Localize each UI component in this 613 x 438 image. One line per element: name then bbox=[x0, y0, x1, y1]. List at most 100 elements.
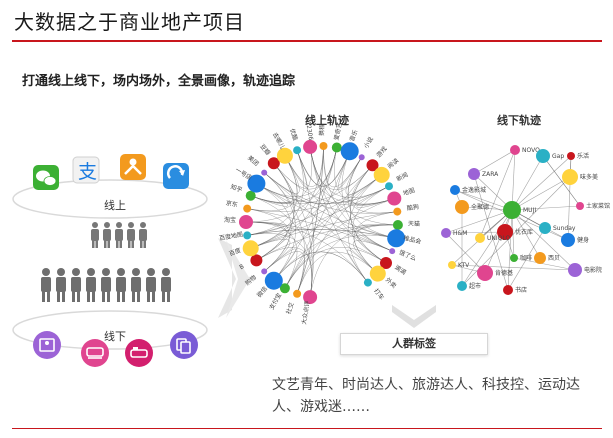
offline-graph-node bbox=[475, 233, 485, 243]
online-graph-node bbox=[239, 215, 253, 229]
online-graph-edge bbox=[284, 198, 395, 289]
online-graph-node-label: 百度 bbox=[228, 246, 242, 258]
online-graph-edge bbox=[334, 147, 395, 205]
online-ellipse bbox=[12, 179, 208, 219]
offline-graph-edge bbox=[511, 209, 576, 271]
online-graph-edge bbox=[284, 165, 373, 289]
offline-graph-edge bbox=[507, 209, 513, 291]
offline-graph-edge bbox=[511, 176, 571, 211]
online-graph-node bbox=[279, 283, 290, 294]
online-graph-edge bbox=[284, 234, 397, 289]
offline-graph-node bbox=[468, 168, 480, 180]
online-graph-node bbox=[369, 265, 386, 282]
online-graph-edge bbox=[309, 224, 398, 298]
offline-graph-node bbox=[536, 149, 550, 163]
online-graph-node bbox=[261, 169, 268, 176]
online-graph-node bbox=[243, 204, 252, 213]
offline-graph-node bbox=[510, 254, 518, 262]
online-graph-node-label: 酷狗 bbox=[406, 203, 419, 213]
svg-text:支: 支 bbox=[78, 161, 97, 183]
offline-trajectory-title: 线下轨迹 bbox=[497, 114, 541, 127]
page-subtitle: 打通线上线下，场内场外，全景画像，轨迹追踪 bbox=[22, 74, 296, 89]
online-graph-edge bbox=[250, 151, 350, 204]
offline-graph-node bbox=[450, 185, 460, 195]
offline-graph-node-label: NOVO bbox=[522, 147, 540, 154]
online-graph-edge bbox=[247, 233, 312, 298]
offline-graph-edge bbox=[507, 227, 546, 291]
online-graph-node bbox=[293, 146, 302, 155]
online-graph-edge bbox=[247, 229, 397, 239]
online-graph-edge bbox=[284, 155, 393, 252]
people-app-icon bbox=[120, 154, 146, 180]
online-graph-node bbox=[331, 142, 342, 153]
online-graph-node bbox=[373, 166, 390, 183]
online-graph-node-label: 爱奇艺 bbox=[332, 122, 343, 141]
online-graph-node bbox=[389, 248, 396, 255]
online-graph-edge bbox=[247, 208, 290, 272]
online-graph-node bbox=[267, 157, 280, 170]
online-graph-edge bbox=[247, 174, 382, 212]
offline-graph-node-label: H&M bbox=[453, 230, 467, 237]
online-graph-node bbox=[242, 240, 259, 257]
offline-graph-node bbox=[562, 169, 578, 185]
offline-graph-node bbox=[457, 281, 467, 291]
offline-graph-node bbox=[503, 285, 513, 295]
online-graph-node-label: 大众点评 bbox=[300, 300, 312, 325]
right-chevron-arrow-icon bbox=[226, 240, 250, 318]
offline-graph-node bbox=[503, 201, 521, 219]
offline-graph-node-label: 味多美 bbox=[580, 173, 598, 181]
offline-people-group bbox=[41, 268, 171, 302]
offline-graph-node-label: 优衣库 bbox=[515, 228, 533, 236]
online-graph-node-label: 优酷 bbox=[288, 127, 299, 141]
online-graph-edge bbox=[347, 157, 398, 214]
online-graph-edge bbox=[273, 251, 369, 283]
online-graph-edge bbox=[347, 174, 382, 283]
online-graph-node-label: B bbox=[238, 263, 245, 271]
offline-label: 线下 bbox=[104, 330, 126, 343]
online-graph-edge bbox=[256, 183, 393, 252]
offline-graph-edge bbox=[451, 264, 576, 271]
online-graph-node-label: 社交 bbox=[284, 301, 295, 315]
online-graph-node bbox=[243, 231, 252, 240]
offline-graph-node-label: 西贝 bbox=[548, 255, 560, 262]
online-graph-node-label: 12306 bbox=[304, 121, 314, 141]
online-graph-node-label: 携程 bbox=[318, 124, 326, 136]
offline-graph-node-label: 健身 bbox=[577, 236, 589, 244]
online-graph-node bbox=[392, 220, 403, 230]
online-graph-node-label: 天猫 bbox=[408, 219, 420, 227]
offline-graph-node-label: 金逸影城 bbox=[462, 186, 486, 194]
offline-graph-node-label: 全聚德 bbox=[471, 203, 489, 211]
offline-graph-edge bbox=[513, 257, 576, 271]
offline-graph-edge bbox=[445, 209, 513, 234]
online-graph-edge bbox=[264, 172, 296, 281]
online-graph-node bbox=[358, 154, 365, 161]
online-graph-node bbox=[303, 139, 318, 154]
online-graph-node bbox=[340, 142, 359, 161]
offline-graph-edge bbox=[479, 149, 516, 239]
offline-graph-node-label: Sunday bbox=[553, 225, 576, 232]
map-icon bbox=[33, 331, 61, 359]
offline-graph-node bbox=[539, 222, 551, 234]
offline-graph-node-label: UNIQLO bbox=[487, 235, 511, 242]
online-graph-edge bbox=[296, 145, 324, 294]
online-graph-node bbox=[393, 207, 402, 216]
audience-tags-box: 人群标签 bbox=[340, 333, 488, 355]
offline-graph-edge bbox=[473, 149, 516, 175]
online-label: 线上 bbox=[104, 199, 126, 212]
online-graph-node bbox=[319, 142, 328, 150]
offline-graph-node bbox=[497, 224, 513, 240]
offline-graph-edge bbox=[511, 205, 581, 211]
online-graph-edge bbox=[296, 174, 382, 294]
offline-graph-node bbox=[576, 202, 584, 210]
wechat-icon bbox=[33, 165, 59, 190]
refresh-app-icon bbox=[163, 163, 189, 189]
online-graph-node-label: 京东 bbox=[225, 199, 238, 209]
online-graph-edge bbox=[250, 211, 398, 249]
offline-graph-node bbox=[567, 152, 575, 160]
online-graph-edge bbox=[250, 185, 390, 249]
title-divider bbox=[12, 40, 602, 42]
offline-graph-node bbox=[561, 233, 575, 247]
online-graph-edge bbox=[245, 221, 298, 289]
down-chevron-icon bbox=[392, 305, 436, 328]
page-title: 大数据之于商业地产项目 bbox=[14, 10, 245, 34]
